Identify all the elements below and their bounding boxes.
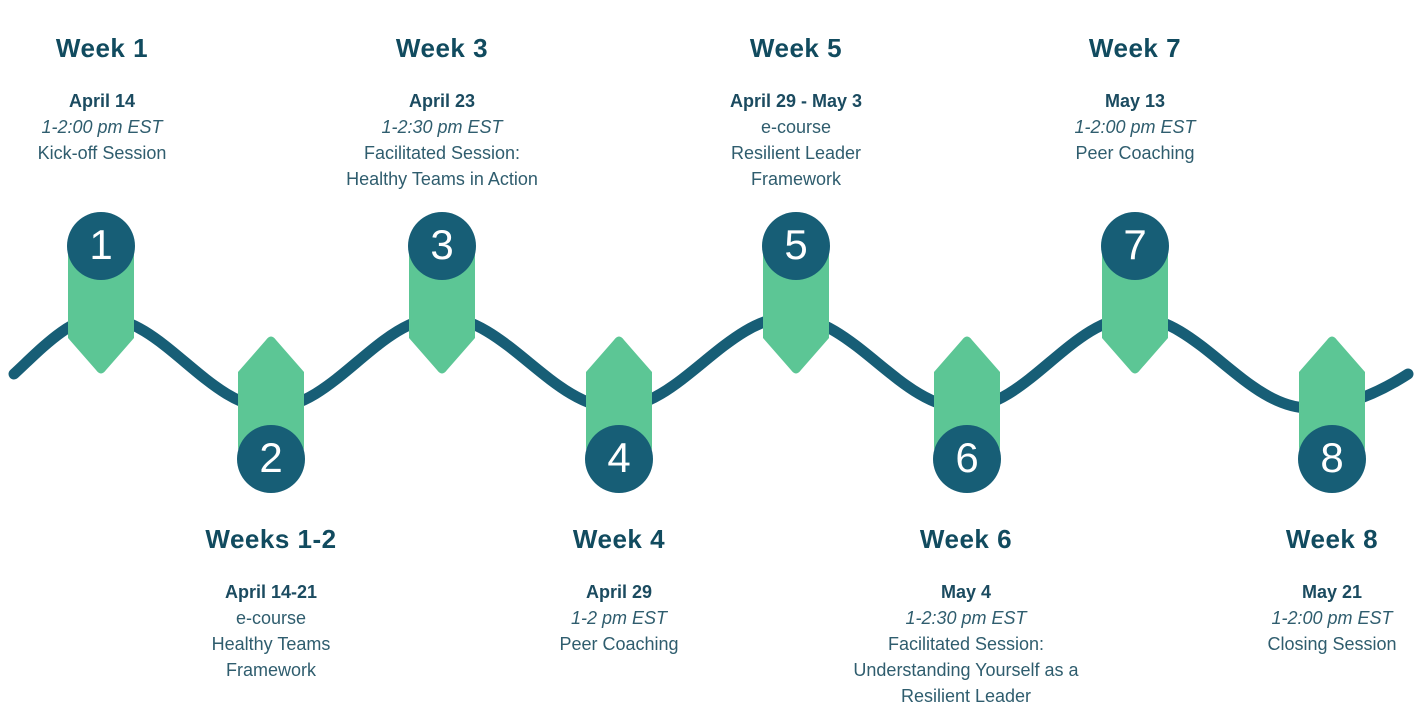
- marker-number-badge: 2: [237, 425, 305, 493]
- marker-number-badge: 4: [585, 425, 653, 493]
- week-title: Week 8: [1285, 524, 1379, 554]
- entry-date: May 4: [940, 582, 992, 602]
- timeline-entry-week-4: Week 4 April 29 1-2 pm EST Peer Coaching: [429, 524, 809, 657]
- entry-time: 1-2 pm EST: [570, 608, 668, 628]
- marker-pin-up-icon: [934, 336, 1000, 455]
- entry-description: Peer Coaching: [1075, 143, 1195, 163]
- week-title: Week 6: [919, 524, 1013, 554]
- entry-time: 1-2:00 pm EST: [1074, 117, 1196, 137]
- marker-number-badge: 1: [67, 212, 135, 280]
- week-title: Week 3: [395, 33, 489, 63]
- timeline-entry-week-1: Week 1 April 14 1-2:00 pm EST Kick-off S…: [0, 33, 292, 166]
- marker-number-badge: 5: [762, 212, 830, 280]
- entry-description: e-course Healthy Teams Framework: [211, 608, 331, 680]
- entry-description: Closing Session: [1267, 634, 1397, 654]
- week-title: Week 4: [572, 524, 666, 554]
- marker-number-badge: 7: [1101, 212, 1169, 280]
- entry-date: April 14-21: [224, 582, 318, 602]
- entry-description: Peer Coaching: [559, 634, 679, 654]
- entry-date: May 13: [1104, 91, 1166, 111]
- marker-pin-up-icon: [238, 336, 304, 455]
- entry-time: 1-2:00 pm EST: [1271, 608, 1393, 628]
- entry-date: April 14: [68, 91, 136, 111]
- entry-date: April 29: [585, 582, 653, 602]
- entry-date: April 23: [408, 91, 476, 111]
- entry-date: May 21: [1301, 582, 1363, 602]
- timeline-entry-week-5: Week 5 April 29 - May 3 e-course Resilie…: [606, 33, 986, 192]
- timeline-entry-week-8: Week 8 May 21 1-2:00 pm EST Closing Sess…: [1142, 524, 1419, 657]
- entry-description: Kick-off Session: [37, 143, 167, 163]
- entry-time: 1-2:30 pm EST: [381, 117, 503, 137]
- entry-description: Facilitated Session: Understanding Yours…: [853, 634, 1079, 706]
- marker-number-badge: 3: [408, 212, 476, 280]
- marker-number-badge: 6: [933, 425, 1001, 493]
- entry-description: Facilitated Session: Healthy Teams in Ac…: [346, 143, 538, 189]
- marker-pin-up-icon: [1299, 336, 1365, 455]
- marker-pin-up-icon: [586, 336, 652, 455]
- marker-number-badge: 8: [1298, 425, 1366, 493]
- timeline-entry-week-6: Week 6 May 4 1-2:30 pm EST Facilitated S…: [776, 524, 1156, 709]
- entry-time: 1-2:00 pm EST: [41, 117, 163, 137]
- entry-description: e-course Resilient Leader Framework: [730, 117, 862, 189]
- week-title: Week 7: [1088, 33, 1182, 63]
- entry-time: 1-2:30 pm EST: [905, 608, 1027, 628]
- week-title: Week 5: [749, 33, 843, 63]
- timeline-entry-week-3: Week 3 April 23 1-2:30 pm EST Facilitate…: [252, 33, 632, 192]
- timeline-entry-weeks-1-2: Weeks 1-2 April 14-21 e-course Healthy T…: [81, 524, 461, 683]
- timeline-entry-week-7: Week 7 May 13 1-2:00 pm EST Peer Coachin…: [945, 33, 1325, 166]
- week-title: Week 1: [55, 33, 149, 63]
- entry-date: April 29 - May 3: [729, 91, 863, 111]
- week-title: Weeks 1-2: [205, 524, 337, 554]
